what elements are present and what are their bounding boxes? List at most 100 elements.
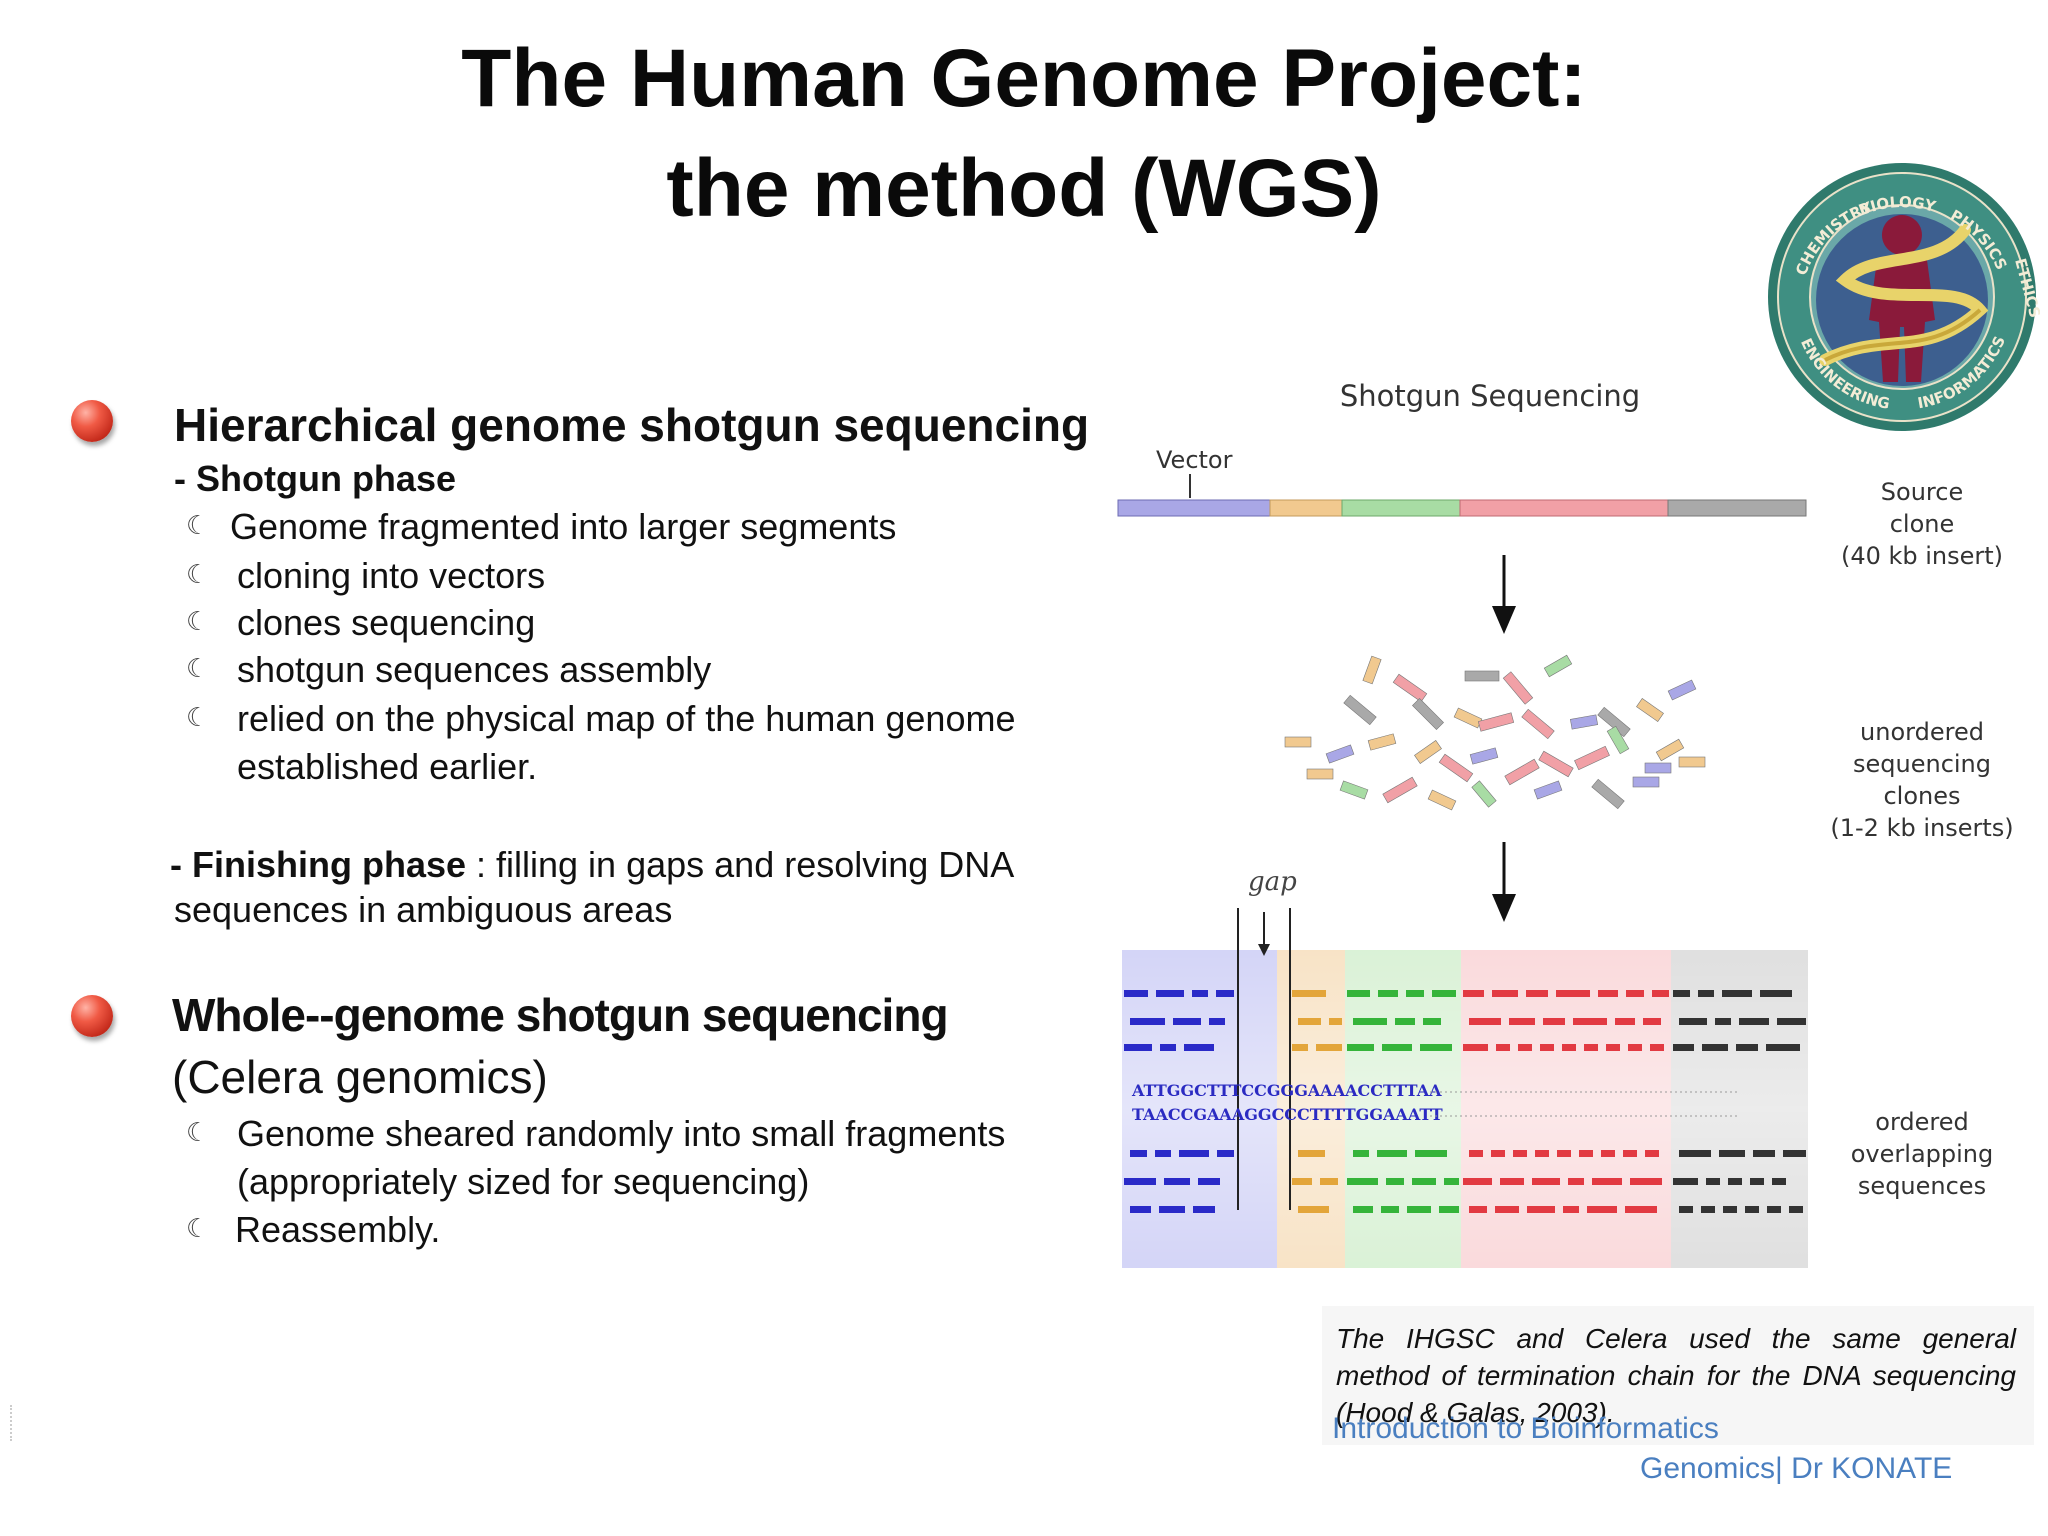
fragment (1644, 762, 1672, 774)
ordered-read (1184, 1044, 1214, 1051)
ordered-read (1587, 1206, 1617, 1213)
source-label-3: (40 kb insert) (1841, 542, 2003, 570)
ordered-read (1347, 1044, 1374, 1051)
source-label-2: clone (1890, 510, 1955, 538)
ordered-read (1407, 1206, 1431, 1213)
ordered-read (1159, 1206, 1185, 1213)
ordered-read (1628, 1044, 1642, 1051)
fragment (1362, 655, 1382, 685)
fragment (1464, 670, 1500, 682)
list-item: Genome fragmented into larger segments (230, 506, 897, 547)
ordered-read (1463, 1044, 1488, 1051)
ordered-read (1124, 1044, 1152, 1051)
fragment (1502, 671, 1534, 705)
crescent-bullet-icon: ☾ (186, 702, 210, 732)
crescent-bullet-icon: ☾ (186, 1117, 210, 1147)
ordered-read (1381, 1206, 1399, 1213)
ordered-read (1527, 1206, 1555, 1213)
fragment (1632, 776, 1660, 788)
ordered-read (1673, 1044, 1694, 1051)
ordered-read (1767, 1206, 1781, 1213)
bullet-icon (71, 400, 113, 442)
figure-title: Shotgun Sequencing (1340, 379, 1640, 413)
ordered-read (1386, 1178, 1404, 1185)
crescent-bullet-icon: ☾ (186, 559, 210, 589)
ordered-read (1509, 1018, 1535, 1025)
ordered-read (1124, 1178, 1156, 1185)
ordered-read (1563, 1206, 1579, 1213)
ordered-read (1645, 1150, 1659, 1157)
fragment (1477, 712, 1515, 732)
fragment (1427, 789, 1457, 811)
fragment (1339, 780, 1369, 800)
ordered-read (1698, 990, 1714, 997)
fragment (1636, 698, 1664, 722)
list-item: relied on the physical map of the human … (237, 698, 1016, 739)
ordered-read (1573, 1018, 1607, 1025)
ordered-fragments (1124, 990, 1806, 1213)
bullet-icon (71, 995, 113, 1037)
ordered-read (1679, 1206, 1693, 1213)
sequence-line-1: ATTGGCTTTCCGGGAAAACCTTTAA (1131, 1081, 1442, 1100)
shotgun-sequencing-diagram: Shotgun Sequencing Vector Source clone (… (1117, 379, 2014, 1268)
arrow-down-icon (1492, 555, 1516, 634)
ordered-read (1353, 1018, 1387, 1025)
fragment (1471, 780, 1497, 808)
ordered-read (1625, 1206, 1657, 1213)
ordered-read (1329, 1018, 1342, 1025)
fragment (1538, 750, 1574, 778)
ordered-read (1540, 1044, 1554, 1051)
ordered-read (1216, 990, 1234, 997)
ordered-read (1496, 1044, 1510, 1051)
ordered-read (1753, 1150, 1775, 1157)
ordered-read (1598, 990, 1618, 997)
ordered-read (1736, 1044, 1758, 1051)
source-label-1: Source (1881, 478, 1963, 506)
unordered-label-3: clones (1883, 782, 1960, 810)
ordered-read (1557, 1150, 1571, 1157)
fragment (1574, 745, 1610, 771)
fragment (1438, 753, 1474, 783)
ordered-read (1492, 990, 1518, 997)
ordered-read (1377, 1150, 1407, 1157)
ordered-read (1423, 1018, 1441, 1025)
fragment (1667, 679, 1697, 701)
ordered-read (1615, 1018, 1635, 1025)
ordered-read (1130, 1150, 1147, 1157)
ordered-read (1378, 990, 1398, 997)
gap-label: gap (1248, 867, 1297, 897)
ordered-read (1750, 1178, 1764, 1185)
ordered-read (1406, 990, 1424, 997)
unordered-fragments (1284, 654, 1706, 811)
sequence-line-2: TAACCGAAAGGCCCTTTTGGAAATT (1132, 1105, 1443, 1124)
ordered-read (1463, 990, 1484, 997)
ordered-read (1198, 1178, 1220, 1185)
ordered-read (1719, 1150, 1745, 1157)
ordered-read (1124, 990, 1148, 997)
shotgun-phase-label: - Shotgun phase (174, 458, 456, 499)
ordered-read (1292, 1178, 1312, 1185)
ordered-read (1155, 1150, 1171, 1157)
finishing-phase-continuation: sequences in ambiguous areas (174, 889, 673, 930)
list-item: clones sequencing (237, 602, 536, 643)
ordered-read (1439, 1206, 1459, 1213)
ordered-read (1556, 990, 1590, 997)
ordered-read (1789, 1206, 1803, 1213)
ordered-read (1463, 1178, 1492, 1185)
ordered-read (1679, 1150, 1711, 1157)
ordered-read (1415, 1150, 1447, 1157)
ordered-read (1209, 1018, 1225, 1025)
unordered-label-4: (1-2 kb inserts) (1830, 814, 2013, 842)
ordered-read (1739, 1018, 1769, 1025)
fragment (1597, 706, 1631, 738)
list-item: Genome sheared randomly into small fragm… (237, 1113, 1006, 1154)
fragment (1591, 778, 1625, 810)
ordered-read (1766, 1044, 1800, 1051)
section-heading-wgs: Whole--genome shotgun sequencing (172, 989, 949, 1041)
ordered-read (1535, 1150, 1549, 1157)
celera-genomics-label: (Celera genomics) (172, 1051, 548, 1103)
source-clone-bar (1117, 499, 1807, 517)
ordered-read (1160, 1044, 1176, 1051)
ordered-read (1469, 1150, 1483, 1157)
ordered-read (1469, 1206, 1487, 1213)
